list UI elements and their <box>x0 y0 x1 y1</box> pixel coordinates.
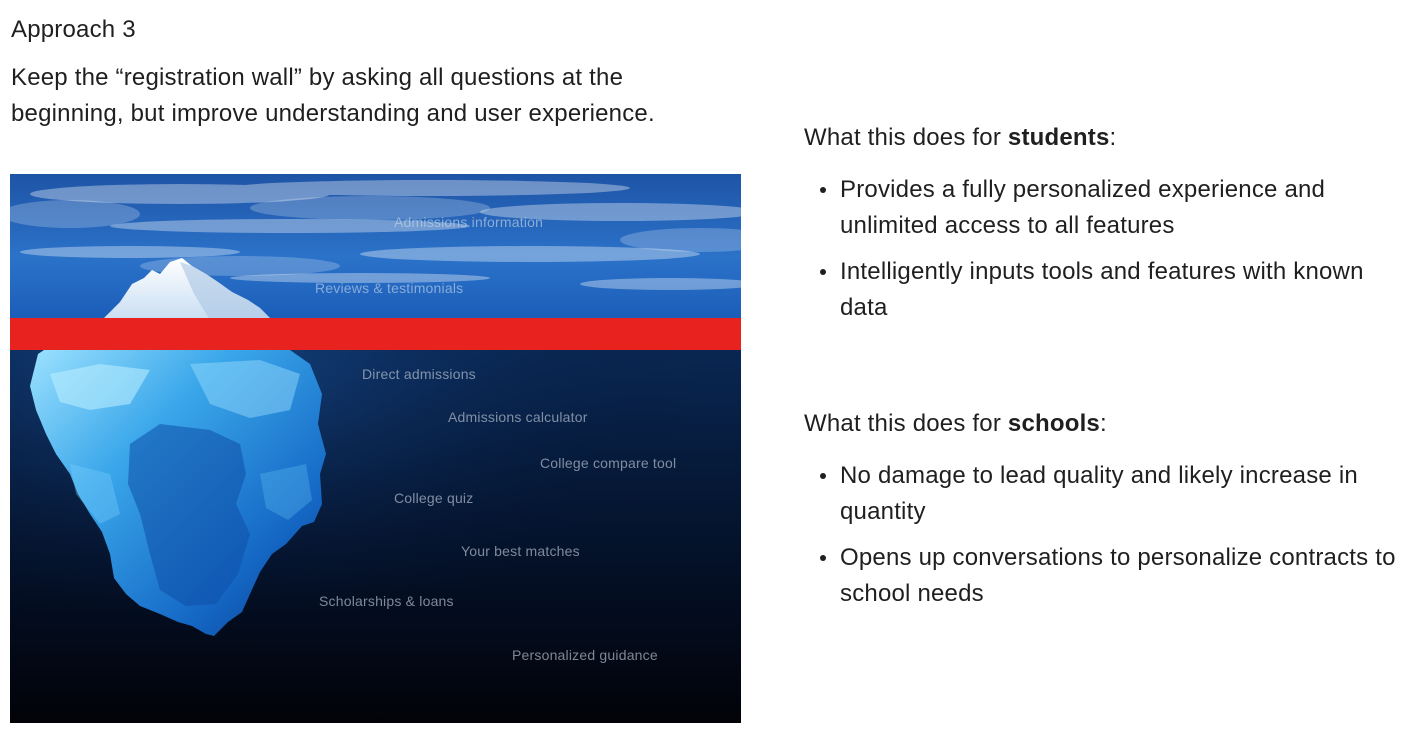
students-bullet-list: Provides a fully personalized experience… <box>804 172 1416 326</box>
iceberg-image <box>10 174 741 723</box>
list-item: Provides a fully personalized experience… <box>820 172 1416 244</box>
feature-reviews-testimonials: Reviews & testimonials <box>315 280 464 296</box>
students-section: What this does for students: Provides a … <box>804 122 1416 336</box>
schools-heading-suffix: : <box>1099 410 1107 437</box>
feature-your-best-matches: Your best matches <box>461 543 580 559</box>
feature-personalized-guidance: Personalized guidance <box>512 647 658 663</box>
feature-direct-admissions: Direct admissions <box>362 366 476 382</box>
schools-heading: What this does for schools: <box>804 408 1416 440</box>
list-item: Opens up conversations to personalize co… <box>820 540 1416 612</box>
feature-college-quiz: College quiz <box>394 490 474 506</box>
registration-wall-bar <box>10 318 741 350</box>
approach-description: Keep the “registration wall” by asking a… <box>11 64 655 127</box>
feature-admissions-calculator: Admissions calculator <box>448 409 588 425</box>
students-heading: What this does for students: <box>804 122 1416 154</box>
schools-heading-highlight: schools <box>1007 410 1100 437</box>
list-item: Intelligently inputs tools and features … <box>820 254 1416 326</box>
schools-bullet-list: No damage to lead quality and likely inc… <box>804 458 1416 612</box>
feature-college-compare-tool: College compare tool <box>540 455 677 471</box>
feature-scholarships-loans: Scholarships & loans <box>319 593 454 609</box>
schools-heading-prefix: What this does for <box>804 410 1008 437</box>
students-heading-prefix: What this does for <box>804 124 1008 151</box>
approach-title: Approach 3 <box>11 16 136 43</box>
iceberg-illustration: Admissions information Reviews & testimo… <box>10 174 741 723</box>
schools-section: What this does for schools: No damage to… <box>804 408 1416 622</box>
students-heading-highlight: students <box>1007 124 1110 151</box>
list-item: No damage to lead quality and likely inc… <box>820 458 1416 530</box>
feature-admissions-information: Admissions information <box>394 214 544 230</box>
students-heading-suffix: : <box>1109 124 1117 151</box>
